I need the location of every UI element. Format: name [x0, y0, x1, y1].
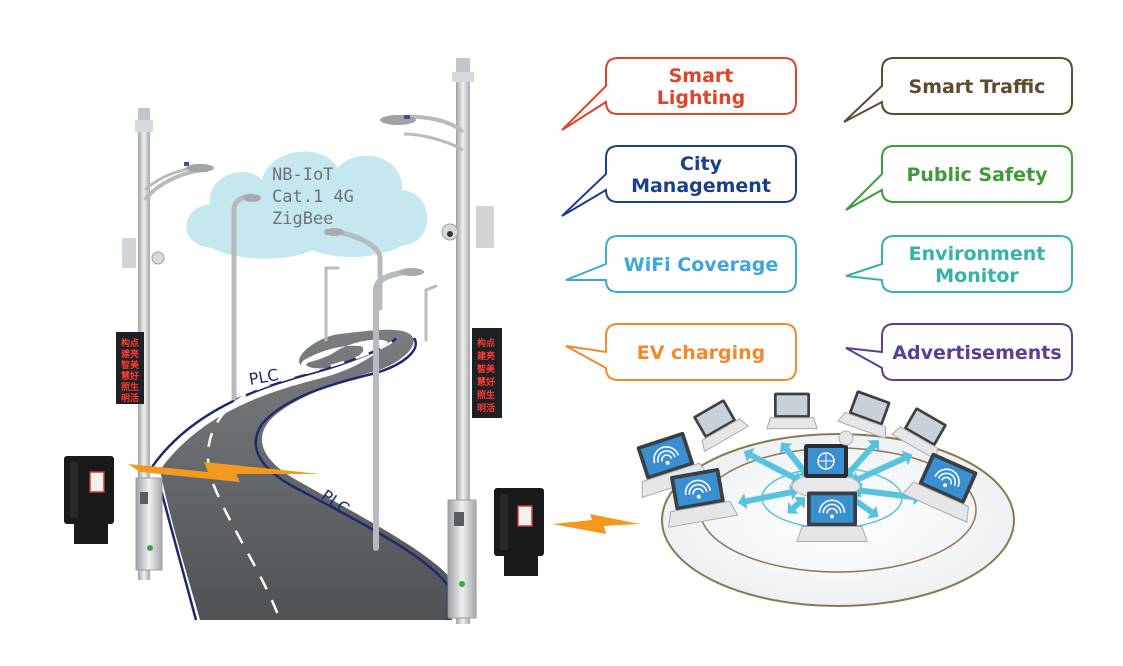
speech-bubble-outline — [845, 145, 1073, 211]
bubble-label: Advertisements — [892, 342, 1061, 364]
bubble-left-2: WiFi Coverage — [565, 235, 797, 293]
svg-text:慧好: 慧好 — [477, 376, 495, 388]
bidirectional-arrow — [787, 496, 806, 514]
svg-text:照生: 照生 — [477, 389, 495, 401]
speech-bubble-outline — [845, 235, 1073, 293]
wifi-laptop-icon — [796, 491, 868, 542]
speech-bubble-outline — [565, 323, 797, 381]
wifi-laptop-icon — [667, 467, 739, 528]
bubble-right-1: Public Safety — [845, 145, 1073, 211]
speech-bubble-outline — [561, 145, 797, 217]
bidirectional-arrow — [853, 482, 922, 505]
smart-pole-right: 构点 建亮 智美 慧好 照生 明活 — [380, 58, 502, 624]
bidirectional-arrow — [779, 442, 810, 477]
wifi-laptop-icon — [891, 407, 947, 461]
svg-text:照生: 照生 — [121, 381, 139, 393]
wifi-laptop-icon — [636, 431, 710, 499]
bubble-label: Management — [631, 175, 771, 197]
bidirectional-arrow — [743, 448, 802, 485]
wireless-link-bolt — [552, 514, 640, 534]
cloud-line-1: NB-IoT — [272, 165, 333, 185]
bubble-label: Lighting — [657, 87, 745, 109]
smart-pole-left: 构点 建亮 智美 慧好 照生 明活 — [116, 108, 214, 580]
svg-text:智美: 智美 — [121, 359, 140, 371]
svg-text:构点: 构点 — [121, 337, 139, 349]
wifi-laptop-icon — [766, 392, 818, 430]
speech-bubble-outline — [565, 235, 797, 293]
network-cloud: NB-IoT Cat.1 4G ZigBee — [186, 151, 428, 259]
background-poles — [231, 193, 438, 551]
bubble-label: Smart — [669, 65, 734, 87]
bubble-label: Smart Traffic — [909, 76, 1046, 98]
svg-text:构点: 构点 — [477, 337, 495, 349]
led-sign-left-text: 构点 建亮 智美 慧好 照生 明活 — [121, 337, 140, 404]
bubble-label: Public Safety — [906, 164, 1048, 186]
bubble-left-3: EV charging — [565, 323, 797, 381]
speech-bubble-outline — [561, 57, 797, 131]
cloud-line-3: ZigBee — [272, 209, 333, 229]
bubble-label: City — [680, 153, 723, 175]
bidirectional-arrow — [738, 484, 799, 510]
cloud-line-2: Cat.1 4G — [272, 187, 354, 207]
wifi-laptop-icon — [837, 390, 891, 440]
bubble-label: EV charging — [637, 342, 766, 364]
svg-text:建亮: 建亮 — [477, 350, 495, 362]
svg-text:智美: 智美 — [477, 363, 496, 375]
wifi-laptop-icon — [693, 399, 749, 453]
wifi-laptop-icon — [902, 452, 978, 523]
bidirectional-arrow — [844, 439, 880, 478]
bubble-right-3: Advertisements — [845, 323, 1073, 381]
bidirectional-arrow — [851, 450, 913, 487]
svg-text:明活: 明活 — [121, 392, 139, 404]
led-sign-right — [472, 328, 502, 418]
led-sign-left — [116, 332, 144, 404]
svg-text:慧好: 慧好 — [121, 370, 139, 382]
svg-text:建亮: 建亮 — [121, 348, 139, 360]
bubble-label: Environment — [909, 243, 1046, 265]
plc-label-upper: PLC — [247, 365, 280, 389]
speech-bubble-outline — [845, 323, 1073, 381]
svg-text:明活: 明活 — [477, 402, 495, 414]
wireless-network-illustration — [636, 390, 1015, 607]
plc-controller-box-icon — [494, 488, 544, 576]
plc-link-bolt — [128, 462, 320, 482]
bubble-right-0: Smart Traffic — [843, 57, 1073, 123]
led-sign-right-text: 构点 建亮 智美 慧好 照生 明活 — [477, 337, 496, 414]
plc-controller-box-icon — [64, 456, 114, 544]
bubble-label: WiFi Coverage — [624, 254, 779, 276]
speech-bubble-outline — [843, 57, 1073, 123]
bubble-label: Monitor — [935, 265, 1019, 287]
